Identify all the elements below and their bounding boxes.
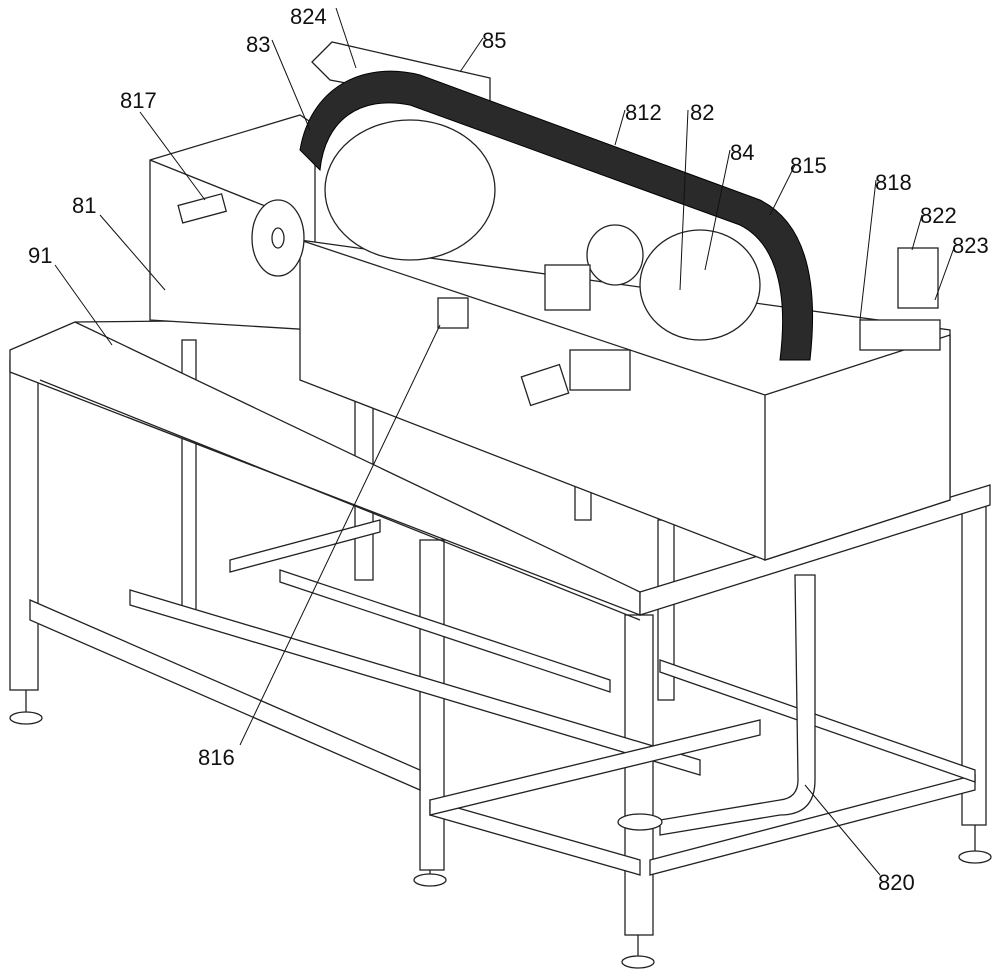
- label-83: 83: [246, 32, 270, 57]
- label-815: 815: [790, 153, 827, 178]
- reference-labels: 824 83 85 817 812 82 84 815 818 822 823 …: [28, 4, 989, 895]
- wheels: [251, 119, 761, 341]
- label-85: 85: [482, 28, 506, 53]
- label-816: 816: [198, 745, 235, 770]
- brush-belt: [299, 70, 813, 361]
- motor-assembly: [177, 193, 941, 407]
- label-823: 823: [952, 233, 989, 258]
- label-82: 82: [690, 100, 714, 125]
- label-822: 822: [920, 203, 957, 228]
- drain-pipe: [659, 574, 816, 836]
- label-81: 81: [72, 193, 96, 218]
- label-820: 820: [878, 870, 915, 895]
- label-91: 91: [28, 243, 52, 268]
- label-84: 84: [730, 140, 754, 165]
- label-818: 818: [875, 170, 912, 195]
- support-frame: [9, 319, 992, 969]
- label-812: 812: [625, 100, 662, 125]
- label-824: 824: [290, 4, 327, 29]
- label-817: 817: [120, 88, 157, 113]
- tank: [149, 114, 951, 561]
